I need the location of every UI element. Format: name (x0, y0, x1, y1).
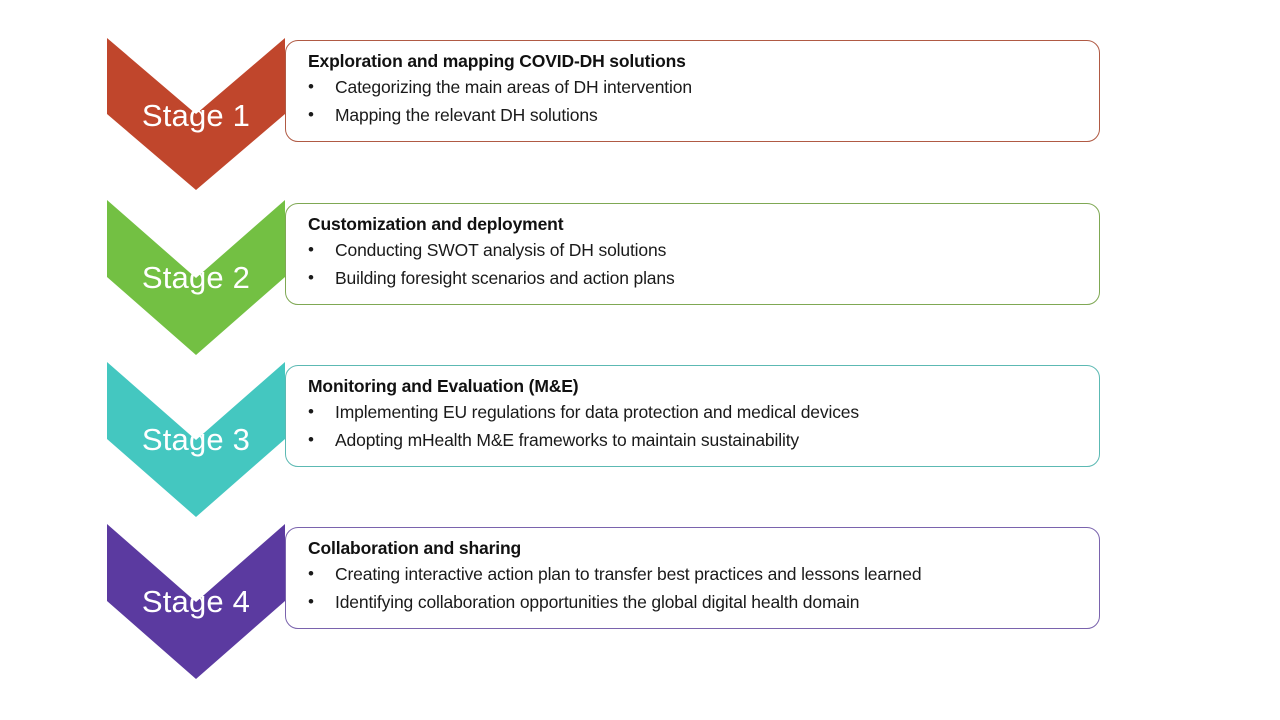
stage-bullet-list-4: • Creating interactive action plan to tr… (308, 560, 1085, 617)
bullet-point-icon: • (308, 402, 314, 422)
stage-description-box-1: Exploration and mapping COVID-DH solutio… (285, 40, 1100, 142)
list-item: • Implementing EU regulations for data p… (308, 398, 1085, 426)
bullet-text: Creating interactive action plan to tran… (335, 564, 922, 585)
stage-chevron-1[interactable] (107, 38, 285, 190)
bullet-point-icon: • (308, 564, 314, 584)
bullet-text: Building foresight scenarios and action … (335, 268, 675, 289)
chevron-shape-icon (107, 38, 285, 190)
bullet-point-icon: • (308, 430, 314, 450)
bullet-text: Adopting mHealth M&E frameworks to maint… (335, 430, 800, 451)
stage-bullet-list-3: • Implementing EU regulations for data p… (308, 398, 1085, 455)
stage-row-2: Stage 2 Customization and deployment • C… (0, 200, 1280, 355)
chevron-shape-icon (107, 200, 285, 355)
bullet-point-icon: • (308, 77, 314, 97)
bullet-text: Categorizing the main areas of DH interv… (335, 77, 692, 98)
list-item: • Conducting SWOT analysis of DH solutio… (308, 236, 1085, 264)
list-item: • Adopting mHealth M&E frameworks to mai… (308, 426, 1085, 454)
list-item: • Identifying collaboration opportunitie… (308, 588, 1085, 616)
stage-chevron-4[interactable] (107, 524, 285, 679)
list-item: • Creating interactive action plan to tr… (308, 560, 1085, 588)
stage-row-1: Stage 1 Exploration and mapping COVID-DH… (0, 38, 1280, 190)
list-item: • Categorizing the main areas of DH inte… (308, 73, 1085, 101)
stage-row-3: Stage 3 Monitoring and Evaluation (M&E) … (0, 362, 1280, 517)
stage-chevron-2[interactable] (107, 200, 285, 355)
stage-title-2: Customization and deployment (308, 214, 564, 234)
bullet-point-icon: • (308, 105, 314, 125)
bullet-text: Identifying collaboration opportunities … (335, 592, 860, 613)
chevron-shape-icon (107, 524, 285, 679)
stage-title-4: Collaboration and sharing (308, 538, 522, 558)
stage-chevron-3[interactable] (107, 362, 285, 517)
stage-title-3: Monitoring and Evaluation (M&E) (308, 376, 579, 396)
stage-description-box-4: Collaboration and sharing • Creating int… (285, 527, 1100, 629)
chevron-shape-icon (107, 362, 285, 517)
stage-description-box-3: Monitoring and Evaluation (M&E) • Implem… (285, 365, 1100, 467)
bullet-point-icon: • (308, 240, 314, 260)
bullet-point-icon: • (308, 592, 314, 612)
bullet-text: Implementing EU regulations for data pro… (335, 402, 859, 423)
stage-bullet-list-1: • Categorizing the main areas of DH inte… (308, 73, 1085, 130)
stage-description-box-2: Customization and deployment • Conductin… (285, 203, 1100, 305)
list-item: • Mapping the relevant DH solutions (308, 101, 1085, 129)
bullet-point-icon: • (308, 268, 314, 288)
bullet-text: Mapping the relevant DH solutions (335, 105, 598, 126)
stage-row-4: Stage 4 Collaboration and sharing • Crea… (0, 524, 1280, 679)
bullet-text: Conducting SWOT analysis of DH solutions (335, 240, 667, 261)
list-item: • Building foresight scenarios and actio… (308, 264, 1085, 292)
stage-title-1: Exploration and mapping COVID-DH solutio… (308, 51, 686, 71)
stage-bullet-list-2: • Conducting SWOT analysis of DH solutio… (308, 236, 1085, 293)
